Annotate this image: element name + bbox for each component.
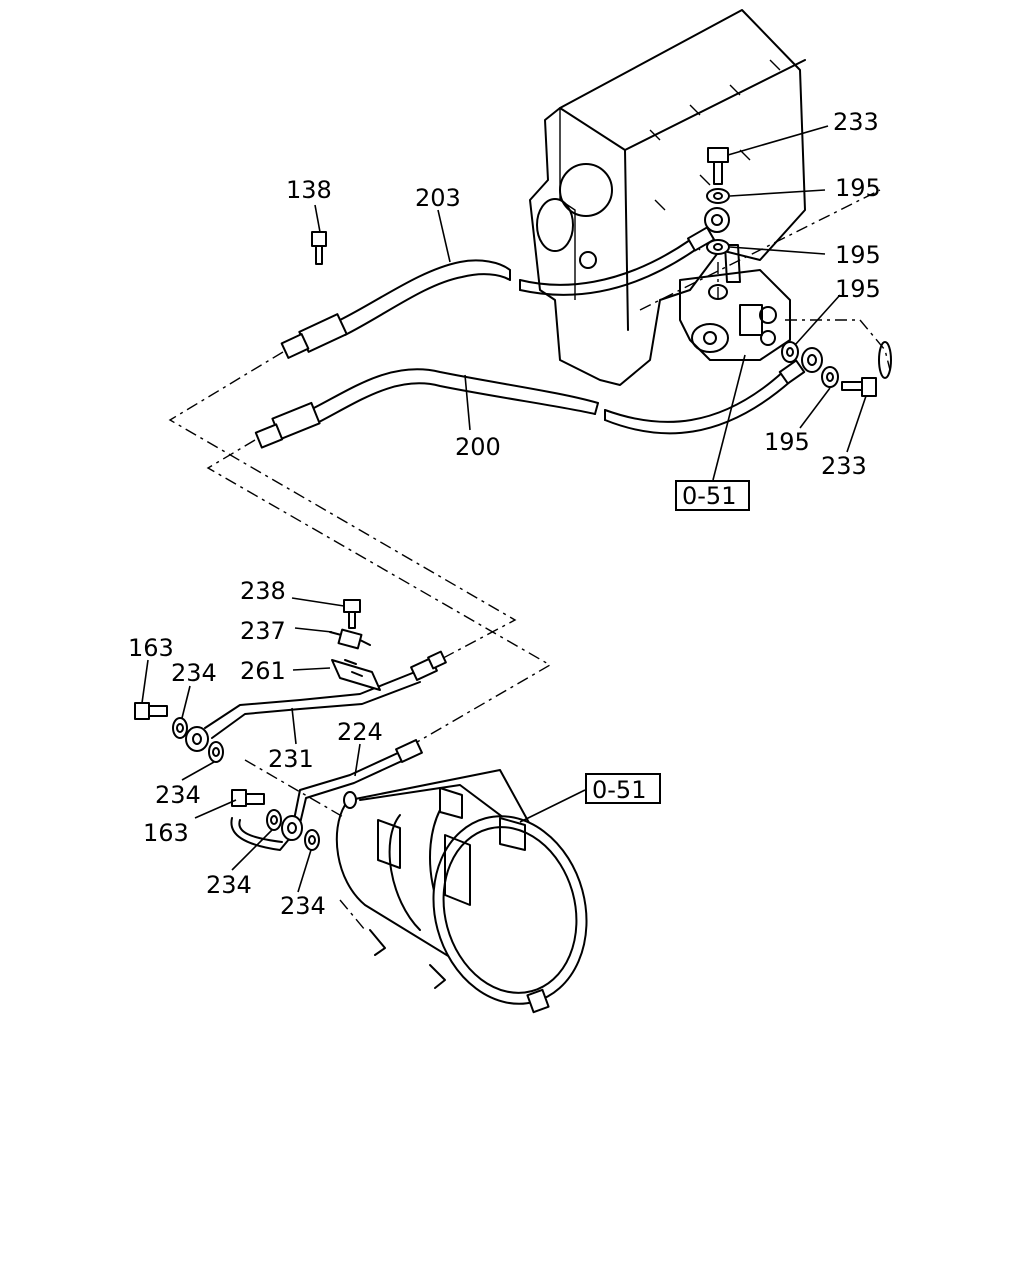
pipe-231	[185, 650, 447, 752]
label-200: 200	[455, 433, 501, 461]
label-238: 238	[240, 577, 286, 605]
washer-234-a	[172, 717, 188, 739]
washer-195-c	[781, 341, 799, 363]
ref-box-lower	[585, 773, 661, 804]
bolt-233-bottom	[841, 377, 877, 397]
label-224: 224	[337, 718, 383, 746]
label-233-top: 233	[833, 108, 879, 136]
pump-assembly	[679, 244, 892, 379]
label-234-b: 234	[155, 781, 201, 809]
label-261: 261	[240, 657, 286, 685]
label-138: 138	[286, 176, 332, 204]
bolt-163-b	[231, 789, 265, 807]
label-195-c: 195	[835, 275, 881, 303]
pipe-224	[230, 739, 423, 851]
label-163-b: 163	[143, 819, 189, 847]
washer-195-b	[706, 239, 730, 255]
label-233-bottom: 233	[821, 452, 867, 480]
label-231: 231	[268, 745, 314, 773]
bolt-238	[343, 599, 361, 629]
hose-203	[280, 207, 730, 359]
washer-234-c	[266, 809, 282, 831]
label-195-b: 195	[835, 241, 881, 269]
leader-lines	[141, 125, 867, 893]
bolt-233-top	[707, 147, 729, 185]
connection-lines-upper	[168, 262, 719, 746]
ref-label-upper: 0-51	[682, 482, 736, 510]
compressor	[244, 759, 588, 1014]
label-203: 203	[415, 184, 461, 212]
ref-label-lower: 0-51	[592, 776, 646, 804]
washer-195-d	[821, 366, 839, 388]
bracket-261	[331, 659, 381, 691]
washer-195-a	[706, 188, 730, 204]
label-234-c: 234	[206, 871, 252, 899]
bolt-163-a	[134, 702, 168, 720]
label-195-a: 195	[835, 174, 881, 202]
ref-box-upper	[675, 480, 750, 511]
washer-234-b	[208, 741, 224, 763]
clip-237	[329, 628, 371, 650]
label-163-a: 163	[128, 634, 174, 662]
label-234-a: 234	[171, 659, 217, 687]
label-237: 237	[240, 617, 286, 645]
engine-block	[529, 9, 881, 386]
washer-234-d	[304, 829, 320, 851]
hose-200	[254, 347, 823, 449]
label-234-d: 234	[280, 892, 326, 920]
label-195-d: 195	[764, 428, 810, 456]
bolt-138	[311, 231, 327, 265]
